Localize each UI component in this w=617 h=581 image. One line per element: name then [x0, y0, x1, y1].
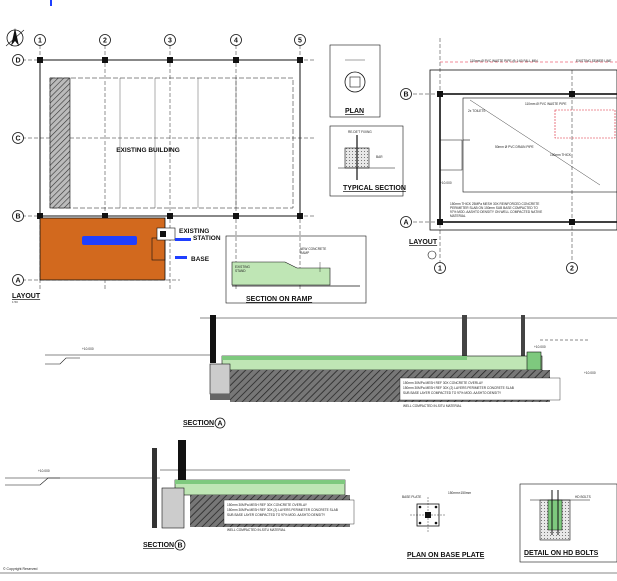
section-a: 150mm 30MPa MESH REF 30X CONCRETE OVERLA… [45, 315, 617, 408]
layout-right-bubbles: B A 1 2 [400, 88, 578, 274]
section-b: 150mm 30MPa MESH REF 30X CONCRETE OVERLA… [5, 440, 355, 532]
column-markers [37, 57, 303, 219]
svg-text:50mm Ø PVC DRAIN PIPE: 50mm Ø PVC DRAIN PIPE [495, 145, 534, 149]
base-label: BASE [191, 256, 210, 263]
new-base-slab [39, 217, 191, 281]
grid-row-bubbles: D C B A [12, 54, 24, 286]
section-a-title: SECTION [183, 420, 214, 427]
svg-text:SUB BASE LAYER COMPACTED TO 97: SUB BASE LAYER COMPACTED TO 97% MOD. AAS… [227, 513, 326, 517]
north-arrow-icon [5, 28, 25, 47]
svg-text:C: C [15, 136, 20, 143]
svg-text:2: 2 [103, 38, 107, 45]
svg-text:+10.000: +10.000 [82, 347, 94, 351]
svg-text:110mm Ø PVC WASTE PIPE @ 1:60: 110mm Ø PVC WASTE PIPE @ 1:60 FALL MIN. [470, 59, 539, 63]
svg-text:A: A [217, 421, 222, 428]
svg-text:PLAN: PLAN [345, 108, 364, 115]
svg-text:B: B [15, 214, 20, 221]
layout-right: 110mm Ø PVC WASTE PIPE @ 1:60 FALL MIN. … [413, 38, 617, 262]
svg-text:RE.DE'T FIXING: RE.DE'T FIXING [348, 130, 372, 134]
svg-text:RAMP: RAMP [300, 251, 309, 255]
svg-text:A: A [403, 220, 408, 227]
svg-text:B: B [177, 543, 182, 550]
level-marker: +10.000 [584, 371, 596, 375]
svg-text:EXISTING: EXISTING [235, 265, 250, 269]
svg-text:150mm 30MPa MESH REF 30X CONCR: 150mm 30MPa MESH REF 30X CONCRETE OVERLA… [227, 503, 308, 507]
copyright-text: © Copyright Reserved [3, 567, 38, 571]
svg-text:1:50: 1:50 [12, 300, 18, 304]
svg-text:EXISTING SEWER LINE: EXISTING SEWER LINE [576, 59, 611, 63]
typical-section-detail: RE.DE'T FIXING BAR TYPICAL SECTION [329, 125, 406, 197]
detail-on-hd-bolts: HD BOLTS DETAIL ON HD BOLTS [519, 483, 617, 563]
svg-text:150mm 30MPa MESH REF 30X (2) L: 150mm 30MPa MESH REF 30X (2) LAYERS PERI… [403, 386, 514, 390]
svg-text:PLAN ON BASE PLATE: PLAN ON BASE PLATE [407, 552, 485, 559]
svg-text:A: A [15, 278, 20, 285]
svg-text:3: 3 [168, 38, 172, 45]
svg-text:SUB BASE LAYER COMPACTED TO 97: SUB BASE LAYER COMPACTED TO 97% MOD. AAS… [403, 391, 502, 395]
svg-text:150mm 30MPa MESH REF 30X CONCR: 150mm 30MPa MESH REF 30X CONCRETE OVERLA… [403, 381, 484, 385]
svg-text:NEW CONCRETE: NEW CONCRETE [300, 247, 326, 251]
svg-text:EXISTING BUILDING: EXISTING BUILDING [116, 147, 180, 154]
svg-text:STAND: STAND [235, 269, 246, 273]
svg-text:BAR: BAR [376, 155, 383, 159]
svg-text:+10.000: +10.000 [440, 181, 452, 185]
svg-text:BASE PLATE: BASE PLATE [402, 495, 421, 499]
section-on-ramp: EXISTING STAND NEW CONCRETE RAMP SECTION… [225, 235, 367, 304]
svg-text:MATERIAL: MATERIAL [450, 214, 466, 218]
svg-text:150mm THICK: 150mm THICK [550, 153, 572, 157]
svg-text:DETAIL ON HD BOLTS: DETAIL ON HD BOLTS [524, 550, 599, 557]
grid-column-bubbles: 1 2 3 4 5 [34, 34, 306, 46]
svg-text:110mm Ø PVC WASTE PIPE: 110mm Ø PVC WASTE PIPE [525, 102, 566, 106]
svg-text:5: 5 [298, 38, 302, 45]
plan-on-base-plate: BASE PLATE 150mm×150mm PLAN ON BASE PLAT… [402, 491, 485, 559]
svg-text:150mm THICK 25MPa MESH 30X REI: 150mm THICK 25MPa MESH 30X REINFORCED CO… [450, 202, 539, 206]
svg-text:2: 2 [570, 266, 574, 273]
svg-text:HD BOLTS: HD BOLTS [575, 495, 591, 499]
existing-building: EXISTING BUILDING [39, 59, 301, 217]
svg-text:WELL COMPACTED IN-SITU MATERIA: WELL COMPACTED IN-SITU MATERIAL [403, 404, 462, 408]
svg-text:SECTION ON RAMP: SECTION ON RAMP [246, 296, 312, 303]
svg-text:1: 1 [438, 266, 442, 273]
plan-detail: PLAN [329, 44, 381, 118]
svg-text:150mm×150mm: 150mm×150mm [448, 491, 471, 495]
svg-text:PERIMETER SLAB ON 150mm SUB BA: PERIMETER SLAB ON 150mm SUB BASE COMPACT… [450, 206, 538, 210]
svg-text:+10.000: +10.000 [38, 469, 50, 473]
layout-title-left: LAYOUT [12, 293, 41, 300]
svg-text:WELL COMPACTED IN-SITU MATERIA: WELL COMPACTED IN-SITU MATERIAL [227, 528, 286, 532]
svg-text:150mm 30MPa MESH REF 30X (2) L: 150mm 30MPa MESH REF 30X (2) LAYERS PERI… [227, 508, 338, 512]
svg-text:STATION: STATION [193, 235, 221, 242]
layout-title-right: LAYOUT [409, 239, 438, 246]
svg-text:1: 1 [38, 38, 42, 45]
svg-text:B: B [403, 92, 408, 99]
svg-text:4: 4 [234, 38, 238, 45]
svg-text:97% MOD. AASHTO DENSITY ON WEL: 97% MOD. AASHTO DENSITY ON WELL COMPACTE… [450, 210, 542, 214]
svg-text:+10.000: +10.000 [534, 345, 546, 349]
redaction-mark [82, 236, 137, 245]
existing-station-label: EXISTING [179, 228, 209, 235]
section-b-title: SECTION [143, 542, 174, 549]
svg-text:TYPICAL SECTION: TYPICAL SECTION [343, 185, 406, 192]
svg-text:2x TOILETS: 2x TOILETS [468, 109, 485, 113]
svg-text:D: D [15, 58, 20, 65]
